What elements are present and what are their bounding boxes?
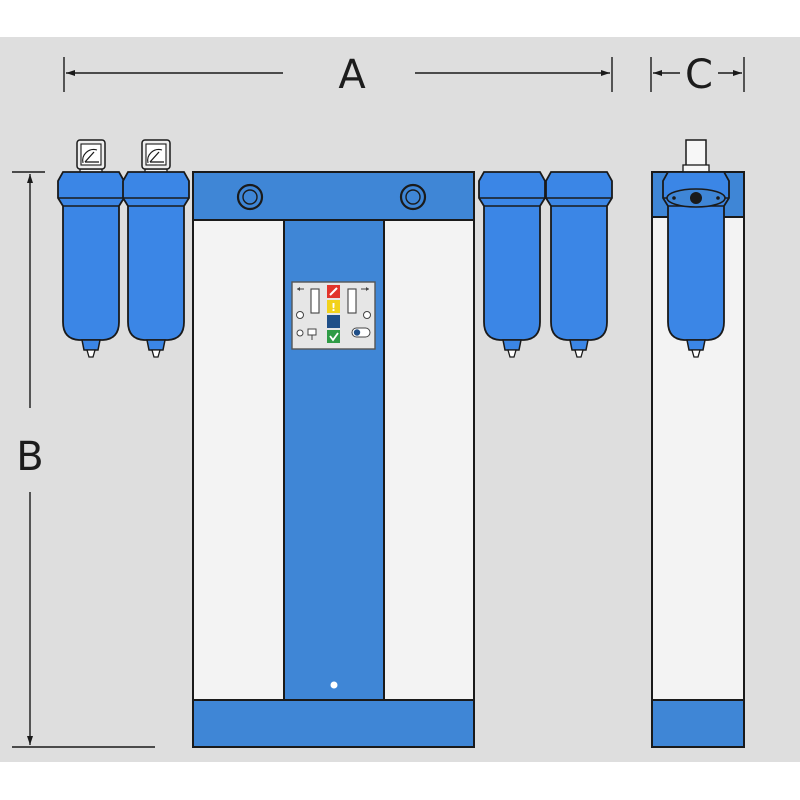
warning-icon: ! <box>327 300 340 314</box>
side-bottom-base <box>651 699 745 748</box>
top-header <box>192 171 475 221</box>
outlet-filter-1 <box>478 171 546 358</box>
svg-text:!: ! <box>331 301 336 314</box>
outlet-fitting <box>682 139 710 173</box>
front-view: ! <box>57 139 613 748</box>
dimension-a-label: A <box>338 52 366 98</box>
side-view <box>651 139 745 748</box>
status-icon <box>327 315 340 328</box>
left-tower-indicator <box>296 287 320 319</box>
wrench-icon <box>327 285 340 298</box>
control-panel: ! <box>291 281 376 350</box>
right-tower-indicator <box>347 287 371 319</box>
dimension-b-label: B <box>16 434 43 480</box>
dimension-c-label: C <box>685 52 713 98</box>
right-port <box>399 183 427 211</box>
side-filter <box>662 171 730 358</box>
outlet-filter-2 <box>545 171 613 358</box>
toggle-icon <box>351 327 371 338</box>
left-port <box>236 183 264 211</box>
dimension-c: C <box>650 52 745 98</box>
check-icon <box>327 330 340 343</box>
inlet-filter-2 <box>122 139 190 358</box>
dimension-b: B <box>12 171 155 748</box>
inlet-filter-1 <box>57 139 125 358</box>
drain-icon <box>296 328 317 340</box>
indicator-dot <box>330 681 338 689</box>
bottom-base <box>192 699 475 748</box>
dimension-a: A <box>63 52 613 98</box>
